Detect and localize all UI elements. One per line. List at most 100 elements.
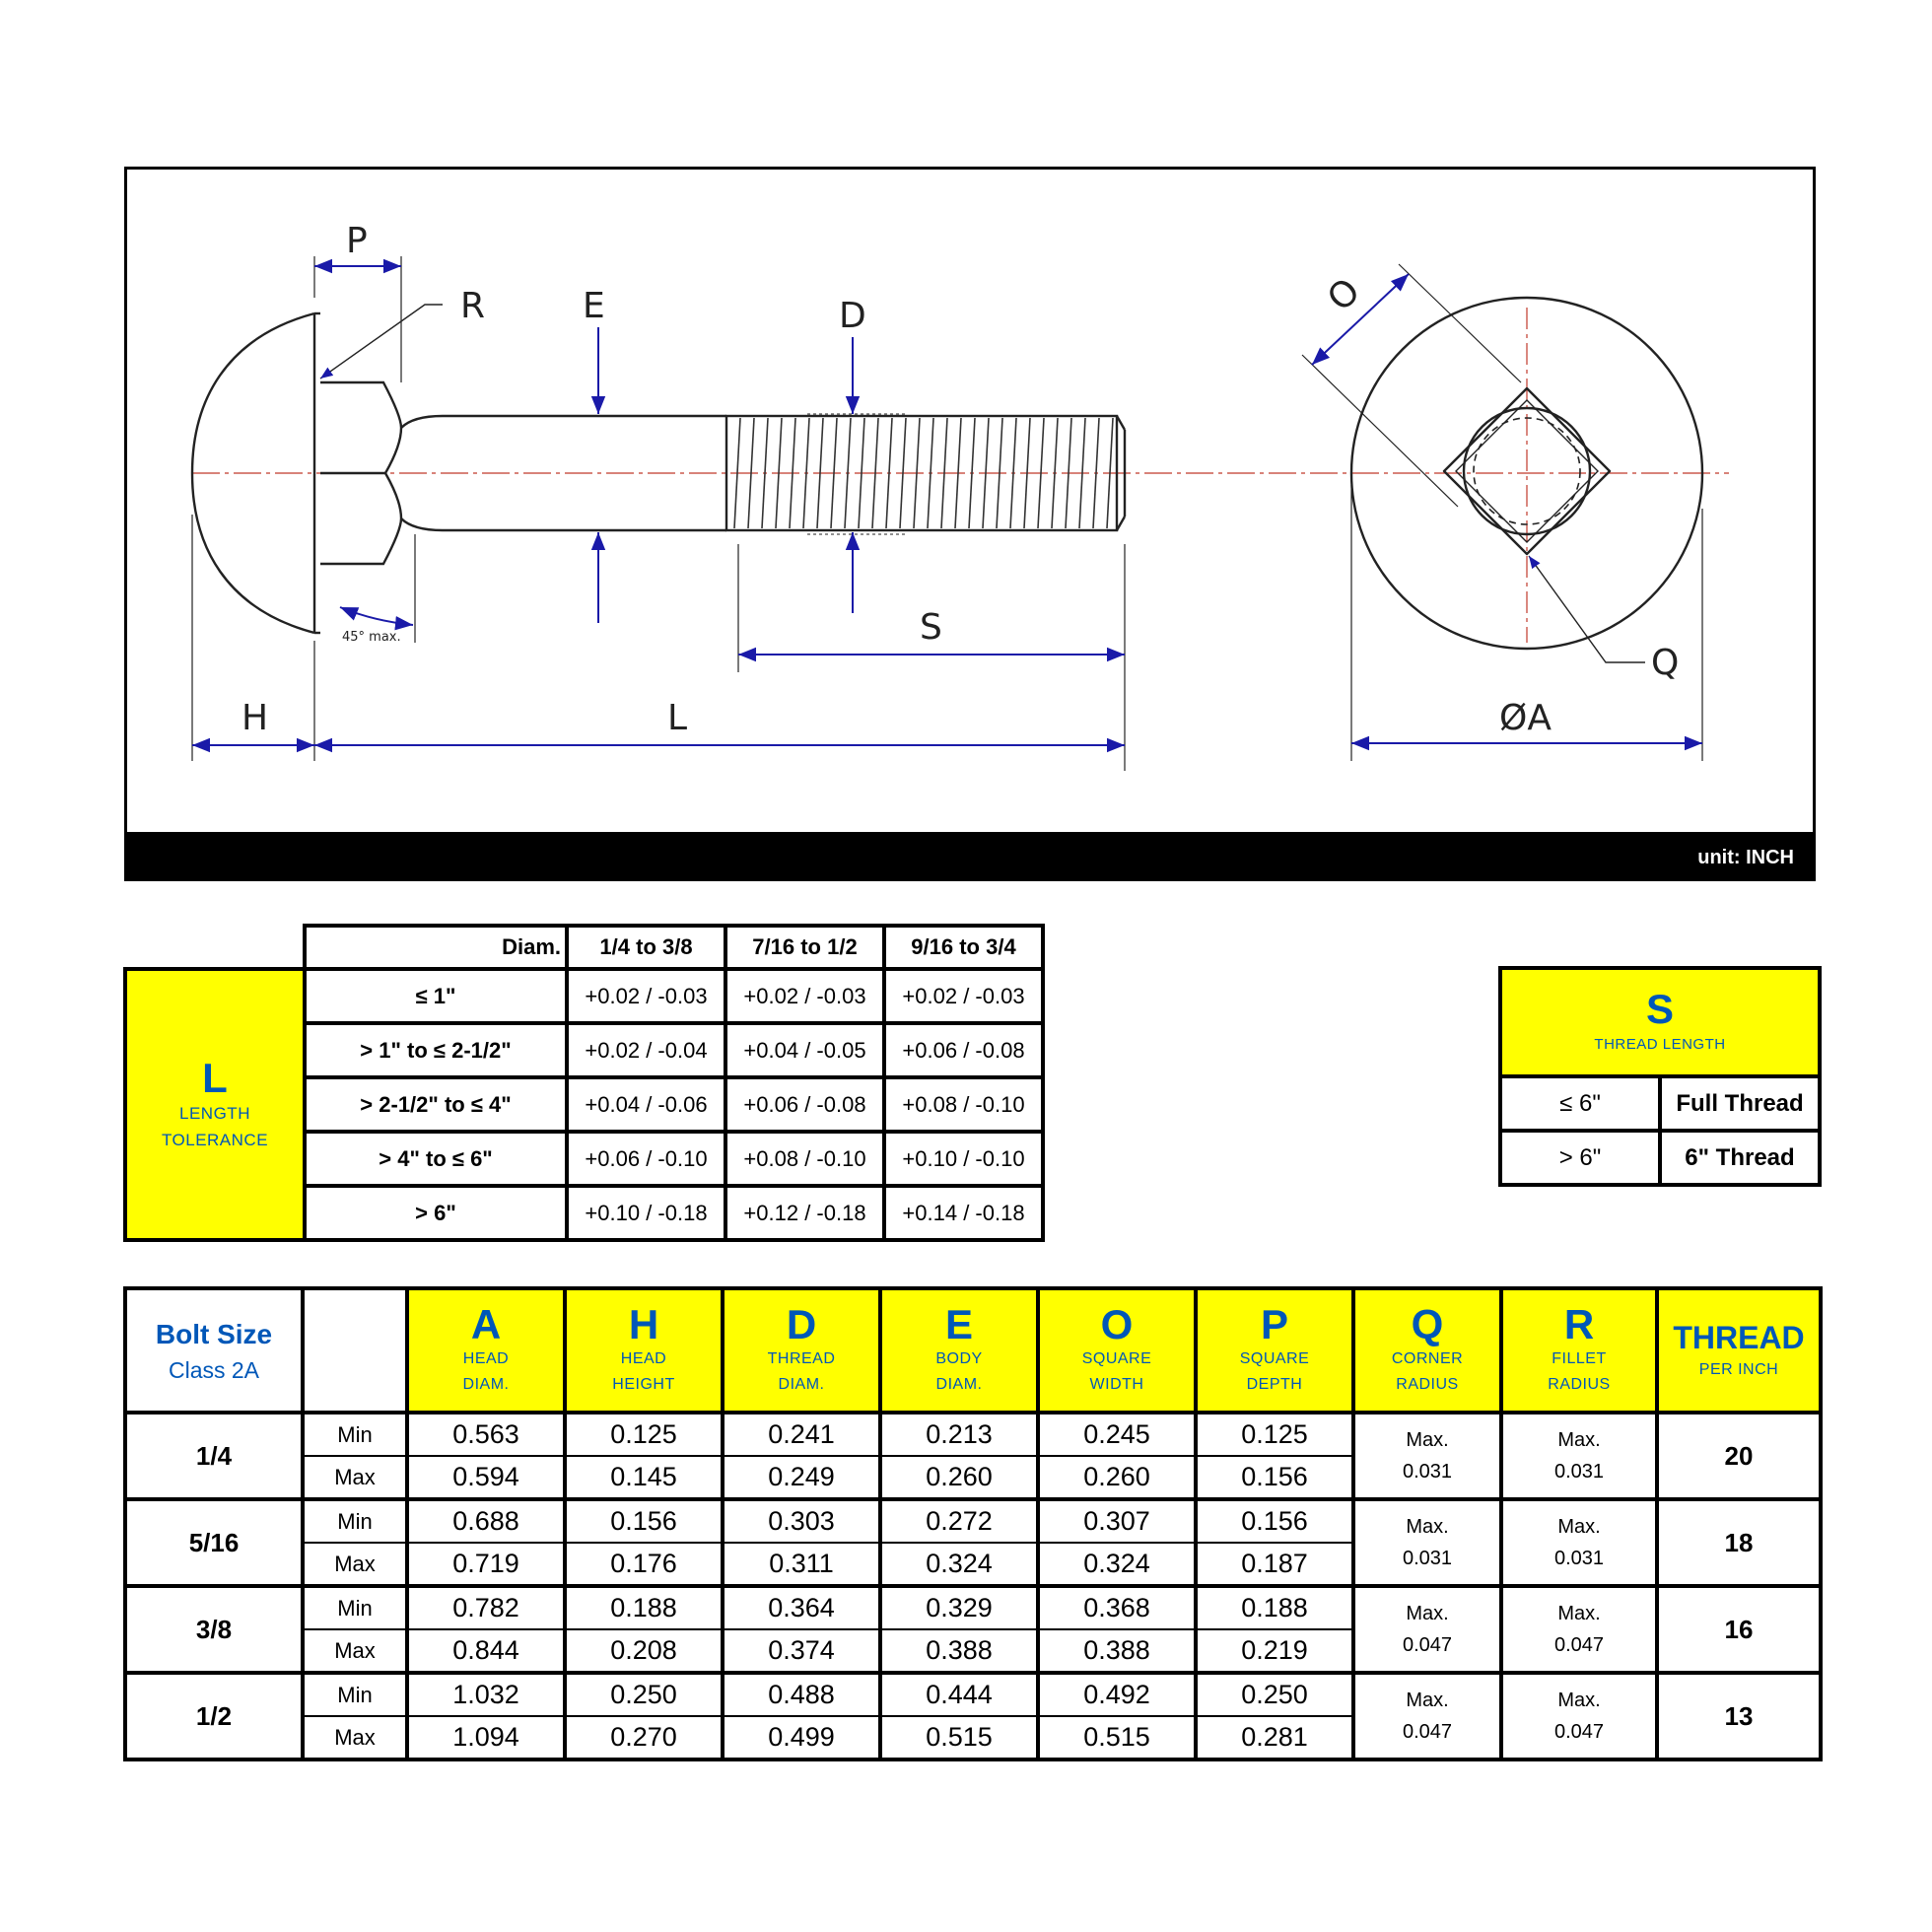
dimension-value: 0.213 [878,1411,1040,1457]
thread-crest-line [982,417,990,529]
label-h: H [242,698,268,738]
column-caption-line-1: SQUARE [1239,1350,1310,1367]
column-letter: H [628,1301,659,1347]
bolt-size-heading: Bolt Size Class 2A [123,1286,305,1414]
tolerance-value: +0.10 / -0.18 [565,1184,727,1242]
bolt-size: 1/2 [123,1671,305,1761]
tolerance-length-range: ≤ 1" [303,967,569,1025]
max-prefix: Max. [1557,1516,1601,1538]
dimension-value: 0.594 [405,1455,567,1501]
dimension-value: 0.125 [1194,1411,1355,1457]
dimension-value: 0.844 [405,1628,567,1675]
thread-length-row-1-value: Full Thread [1658,1074,1822,1133]
thread-crest-line [789,417,796,529]
blank-header-cell [301,1286,409,1414]
thread-length-row-2-value: 6" Thread [1658,1129,1822,1187]
max-prefix: Max. [1557,1429,1601,1451]
bolt-size-class: Class 2A [168,1357,260,1383]
tolerance-value: +0.08 / -0.10 [724,1130,886,1188]
dimension-value: 0.219 [1194,1628,1355,1675]
column-caption-line-1: FILLET [1552,1350,1607,1367]
thread-crest-line [899,417,907,529]
column-letter: A [470,1301,502,1347]
dimension-value: 0.324 [1036,1542,1198,1588]
thread-crest-line [927,417,934,529]
column-caption-line-2: RADIUS [1548,1376,1611,1393]
tolerance-row: > 4" to ≤ 6"+0.06 / -0.10+0.08 / -0.10+0… [125,1130,1045,1188]
min-label: Min [301,1497,409,1544]
radius-value: 0.047 [1553,1721,1605,1743]
column-caption-line-2: HEIGHT [612,1376,675,1393]
dimension-value: 0.303 [721,1497,882,1544]
dimension-value: 0.324 [878,1542,1040,1588]
dimension-value: 0.156 [1194,1455,1355,1501]
corner-radius-cell: Max.0.047 [1351,1584,1503,1675]
column-caption-line-2: DIAM. [935,1376,983,1393]
min-label: Min [301,1411,409,1457]
radius-value: 0.031 [1553,1548,1605,1569]
bolt-size: 5/16 [123,1497,305,1588]
tolerance-value: +0.04 / -0.06 [565,1075,727,1134]
label-d: D [839,296,866,336]
length-caption-2: TOLERANCE [161,1130,269,1149]
min-label: Min [301,1671,409,1717]
radius-value: 0.031 [1553,1461,1605,1483]
dimension-value: 0.156 [1194,1497,1355,1544]
column-letter: O [1100,1301,1134,1347]
column-letter: Q [1411,1301,1444,1347]
tolerance-value: +0.04 / -0.05 [724,1021,886,1079]
thread-title: THREAD [1673,1320,1805,1355]
thread-length-heading: S THREAD LENGTH [1498,966,1822,1078]
column-letter: E [944,1301,973,1347]
thread-crest-line [1051,417,1059,529]
fillet-radius-cell: Max. 0.031 [1499,1411,1659,1501]
thread-crest-line [775,417,783,529]
thread-length-letter: S [1645,985,1674,1032]
thread-crest-line [871,417,879,529]
dimension-value: 0.176 [563,1542,724,1588]
blank-cell [125,926,305,969]
threads-per-inch: 18 [1655,1497,1823,1588]
max-label: Max [301,1628,409,1675]
radius-value: 0.047 [1402,1721,1453,1743]
dimension-value: 0.260 [1036,1455,1198,1501]
thread-crest-line [913,417,921,529]
min-label: Min [301,1584,409,1630]
dimension-value: 0.499 [721,1715,882,1761]
thread-crest-line [816,417,824,529]
label-r: R [460,286,485,326]
dimension-value: 0.250 [1194,1671,1355,1717]
max-prefix: Max. [1557,1690,1601,1711]
column-caption-line-1: THREAD [767,1350,836,1367]
label-s: S [920,607,942,648]
tolerance-row: > 6"+0.10 / -0.18+0.12 / -0.18+0.14 / -0… [125,1184,1045,1242]
thread-crest-line [1023,417,1031,529]
tolerance-value: +0.06 / -0.10 [565,1130,727,1188]
column-caption-line-1: HEAD [462,1350,510,1367]
tolerance-value: +0.06 / -0.08 [882,1021,1045,1079]
thread-crest-line [940,417,948,529]
tolerance-length-range: > 2-1/2" to ≤ 4" [303,1075,569,1134]
thread-crest-line [1037,417,1045,529]
label-q: Q [1651,643,1679,683]
thread-length-table: S THREAD LENGTH ≤ 6" Full Thread > 6" 6"… [1498,966,1822,1187]
dimension-value: 0.719 [405,1542,567,1588]
fillet-radius-cell: Max. 0.031 [1499,1497,1659,1588]
dimension-value: 0.250 [563,1671,724,1717]
tolerance-value: +0.10 / -0.10 [882,1130,1045,1188]
thread-crest-line [1009,417,1017,529]
unit-bar: unit: INCH [124,835,1816,881]
label-a: ØA [1499,698,1552,738]
diam-header: Diam. [303,924,569,971]
radius-value: 0.047 [1553,1634,1605,1656]
tolerance-value: +0.02 / -0.03 [882,967,1045,1025]
